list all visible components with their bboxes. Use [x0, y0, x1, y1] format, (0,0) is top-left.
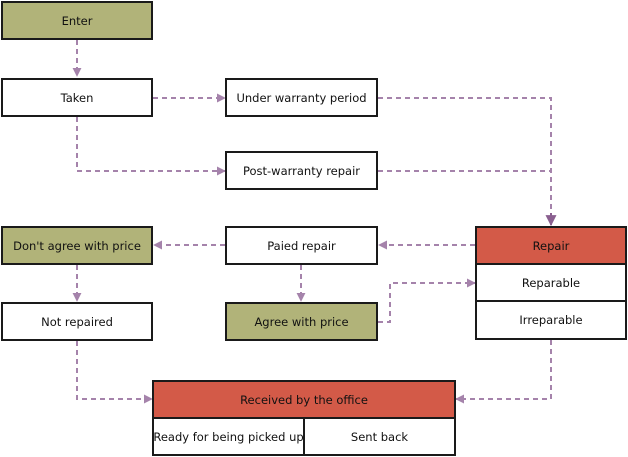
substate-reparable[interactable]: Reparable: [475, 263, 627, 302]
substate-sent-back[interactable]: Sent back: [303, 417, 456, 456]
edge-taken-post-warranty: [76, 117, 226, 176]
substate-irreparable[interactable]: Irreparable: [475, 300, 627, 340]
state-enter[interactable]: Enter: [1, 1, 153, 40]
state-post-warranty[interactable]: Post-warranty repair: [225, 151, 378, 190]
state-repair-header[interactable]: Repair: [475, 226, 627, 265]
state-dont-agree[interactable]: Don't agree with price: [1, 226, 153, 265]
state-not-repaired[interactable]: Not repaired: [1, 302, 153, 341]
edge-agree-reparable: [378, 278, 476, 323]
state-agree[interactable]: Agree with price: [225, 302, 378, 341]
substate-ready-pickup[interactable]: Ready for being picked up: [152, 417, 305, 456]
state-taken[interactable]: Taken: [1, 78, 153, 117]
edge-under-warranty-repair: [378, 97, 552, 213]
edge-not-repaired-received: [76, 341, 153, 404]
edge-irreparable-received: [455, 340, 552, 404]
state-under-warranty[interactable]: Under warranty period: [225, 78, 378, 117]
state-paied-repair[interactable]: Paied repair: [225, 226, 378, 265]
state-received-header[interactable]: Received by the office: [152, 380, 456, 419]
